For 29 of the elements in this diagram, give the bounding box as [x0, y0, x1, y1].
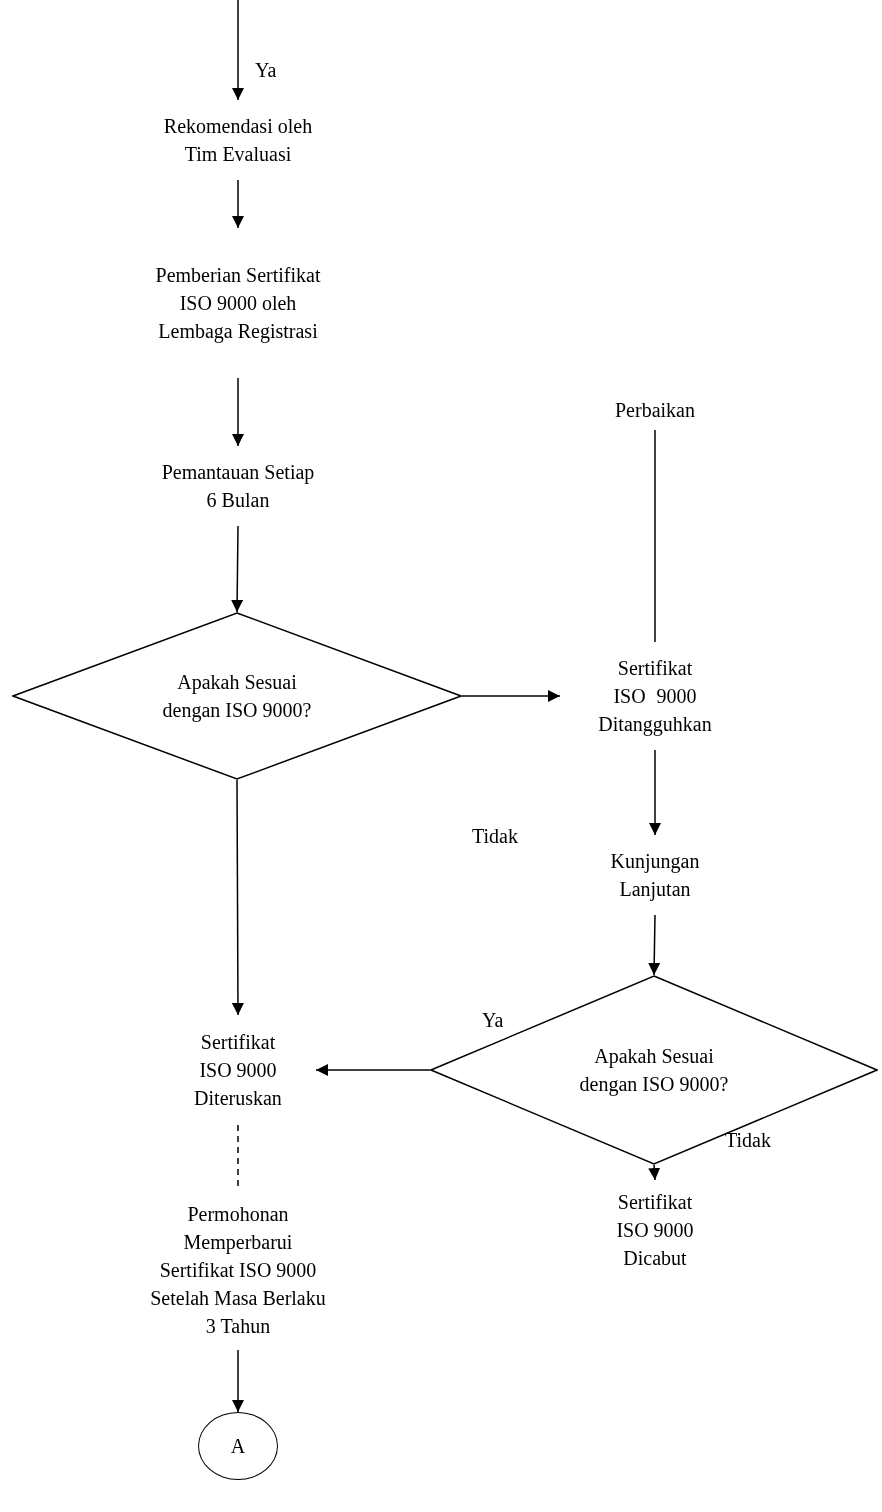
arrow: [231, 525, 244, 613]
arrow: [232, 377, 244, 447]
arrow: [648, 1164, 661, 1181]
branch-label: Tidak: [725, 1128, 771, 1153]
connector-line: [654, 429, 656, 643]
step-text: Perbaikan: [614, 398, 696, 423]
step-text: Permohonan Memperbarui Sertifikat ISO 9000 Setelah Masa Berlaku 3 Tahun: [149, 1202, 327, 1339]
arrow: [232, 0, 244, 101]
decision-diamond: [12, 612, 462, 780]
step-text: Pemantauan Setiap 6 Bulan: [160, 460, 316, 513]
decision-diamond: [430, 975, 878, 1165]
arrow: [648, 914, 661, 976]
step-text: Rekomendasi oleh Tim Evaluasi: [162, 114, 314, 167]
step-text: Sertifikat ISO 9000 Ditangguhkan: [597, 656, 713, 738]
branch-label: Ya: [482, 1008, 504, 1033]
decision-text: Apakah Sesuai dengan ISO 9000?: [578, 1044, 730, 1098]
branch-label: Tidak: [472, 824, 518, 849]
step-text: Sertifikat ISO 9000 Dicabut: [615, 1190, 695, 1271]
branch-label: Ya: [255, 58, 277, 83]
arrow: [461, 690, 561, 702]
arrow: [315, 1064, 431, 1076]
step-text: Pemberian Sertifikat ISO 9000 oleh Lembaga Registrasi: [154, 263, 322, 345]
step-text: Sertifikat ISO 9000 Diteruskan: [193, 1030, 283, 1111]
step-text: Kunjungan Lanjutan: [609, 849, 701, 903]
arrow: [231, 779, 244, 1016]
arrow: [649, 749, 661, 836]
arrow: [232, 1349, 244, 1413]
arrow: [232, 179, 244, 229]
decision-text: Apakah Sesuai dengan ISO 9000?: [161, 670, 313, 724]
